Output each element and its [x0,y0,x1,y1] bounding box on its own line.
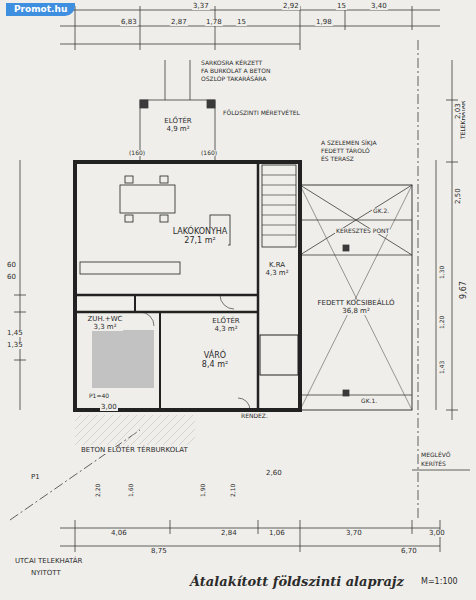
dimension-label: 2,03 [455,102,462,120]
dimension-label: (160) [200,150,218,156]
dimension-label: 2,92 [282,3,300,10]
watermark: Promot.hu [6,3,75,16]
room-text: 3,3 m² [87,324,124,332]
room-text: ELŐTÉR [211,318,240,326]
room-label: ZUH.+WC3,3 m² [87,316,124,331]
dimension-label: KERÍTÉS [420,461,447,467]
dimension-label: GK.2. [372,208,390,214]
dimension-label: 3,70 [345,530,363,537]
dimension-label: 15 [236,19,247,26]
dimension-label: P1 [30,474,41,481]
dimension-label: 1,45 [6,330,24,337]
dimension-label: 3,00 [100,404,118,411]
dimension-label: BETON ELŐTÉR TÉRBURKOLAT [80,447,189,454]
room-label: LAKÓKONYHA27,1 m² [172,228,229,246]
room-text: VÁRÓ [201,352,229,361]
room-label: ELŐTÉR4,9 m² [163,118,192,133]
room-text: ELŐTÉR [163,118,192,126]
dimension-label: 6,83 [120,19,138,26]
dimension-label: FÖLDSZINTI MÉRETVÉTEL [222,110,301,116]
dimension-label: GK.1. [360,398,378,404]
dimension-label: 15 [336,3,347,10]
dimension-label: KERESZTES PONT [335,228,390,234]
dimension-label: A SZELEMEN SÍKJA [320,140,378,146]
dimension-label: 2,84 [220,530,238,537]
dimension-label: M=1:100 [420,578,459,586]
dimension-label: 60 [6,262,17,269]
dimension-label: 2,87 [170,19,188,26]
room-text: 4,3 m² [265,270,290,278]
dimension-label: 8,75 [150,548,168,555]
dimension-label: FEDETT TÁROLÓ [320,148,371,154]
room-text: 4,9 m² [163,126,192,134]
dimension-label: 2,20 [95,483,101,498]
dimension-label: 9,67 [460,280,468,300]
dimension-label: 4,06 [110,530,128,537]
dimension-label: 1,43 [439,360,445,375]
dimension-label: UTCAI TELEKHATÁR [14,558,83,565]
dimension-label: 1,78 [205,19,223,26]
room-text: 4,3 m² [211,326,240,334]
dimension-label: SARKOSRA KÉRZETT [200,60,263,66]
dimension-label: 3,00 [428,530,446,537]
room-text: 8,4 m² [201,361,229,370]
room-label: ELŐTÉR4,3 m² [211,318,240,333]
dimension-label: 1,35 [6,342,24,349]
dimension-label: NYITOTT [30,570,62,577]
dimension-label: P1=40 [88,393,110,399]
dimension-label: 2,60 [265,470,283,477]
dimension-label: 1,06 [268,530,286,537]
room-text: 27,1 m² [172,237,229,246]
dimension-label: 1,98 [315,19,333,26]
room-text: 36,8 m² [316,308,395,316]
dimension-label: ÉS TERASZ [320,156,355,162]
dimension-label: 60 [6,274,17,281]
dimension-label: FA BURKOLAT A BETON [200,68,271,74]
room-text: FEDETT KOCSIBEÁLLÓ [316,300,395,308]
room-text: LAKÓKONYHA [172,228,229,237]
plan-title: Átalakított földszinti alaprajz [190,574,404,589]
room-label: VÁRÓ8,4 m² [201,352,229,370]
dimension-label: 2,10 [230,483,236,498]
dimension-label: 1,90 [200,483,206,498]
dimension-label: 3,40 [370,3,388,10]
dimension-label: RENDEZ. [240,413,269,419]
dimension-label: MEGLÉVŐ [420,452,452,458]
dimension-label: 2,50 [455,187,462,205]
dimension-label: 1,20 [439,315,445,330]
dimension-label: OSZLOP TAKARÁSÁRA [200,76,267,82]
dimension-label: 6,70 [400,548,418,555]
dimension-label: 1,60 [128,483,134,498]
dimension-label: 3,37 [192,3,210,10]
dimension-label: (160) [128,150,146,156]
room-label: FEDETT KOCSIBEÁLLÓ36,8 m² [316,300,395,315]
room-text: ZUH.+WC [87,316,124,324]
dimension-label: 1,30 [439,265,445,280]
room-label: K.RA4,3 m² [265,262,290,277]
room-text: K.RA [265,262,290,270]
